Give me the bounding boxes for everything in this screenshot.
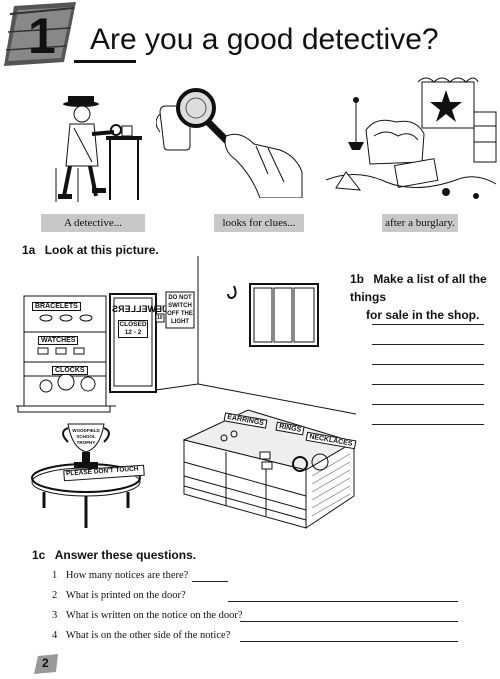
section-1b-instruction-line1: Make a list of all the things [350,272,487,304]
question-text: What is written on the notice on the doo… [65,610,243,621]
list-answer-line[interactable] [372,344,484,345]
sign-bracelets: BRACELETS [32,302,81,311]
question-number: 4 [52,630,58,641]
question-number: 1 [52,570,58,581]
caption-burglary: after a burglary. [382,214,458,232]
shop-picture: BRACELETS WATCHES CLOCKS JEWELLERS CLOSE… [16,256,357,530]
section-1a-number: 1a [22,243,36,257]
sign-watches: WATCHES [38,336,79,345]
section-1b-number: 1b [350,272,365,286]
answer-line[interactable] [192,581,228,582]
trophy-engraving: WOODFIELD SCHOOL TROPHY [72,428,100,446]
question-row: 2 What is printed on the door? [52,590,186,601]
question-row: 1 How many notices are there? [52,570,188,581]
title-number: 1 [28,8,56,64]
section-1c: 1c Answer these questions. [32,548,196,562]
section-1b: 1b Make a list of all the things for sal… [350,270,496,324]
page-number: 2 [42,656,49,670]
question-number: 2 [52,590,58,601]
detective-illustration [48,76,148,202]
burglary-illustration [325,72,498,202]
wall-notice-light-text: DO NOT SWITCH OFF THE LIGHT [167,295,193,325]
list-answer-line[interactable] [372,404,484,405]
sign-clocks: CLOCKS [52,366,88,375]
question-text: What is printed on the door? [65,590,186,601]
question-text: What is on the other side of the notice? [65,630,231,641]
question-row: 3 What is written on the notice on the d… [52,610,243,621]
door-sign-jewellers: JEWELLERS [112,304,168,314]
door-notice-closed-text: CLOSED 12 - 2 [119,321,147,336]
answer-line[interactable] [240,621,458,622]
section-1c-instruction: Answer these questions. [54,548,197,562]
caption-clues: looks for clues... [214,214,304,232]
section-1a-label: 1a Look at this picture. [22,243,159,257]
title-underline [74,60,136,63]
question-row: 4 What is on the other side of the notic… [52,630,230,641]
wall-notice-small: 10 [157,315,163,321]
caption-detective: A detective... [41,214,145,232]
magnifier-illustration [155,86,306,199]
section-1a-instruction: Look at this picture. [44,243,159,257]
title-badge-graphic [4,2,76,66]
door-notice-closed: CLOSED 12 - 2 [118,320,148,338]
list-answer-line[interactable] [372,364,484,365]
answer-line[interactable] [228,601,458,602]
question-text: How many notices are there? [65,570,189,581]
list-answer-line[interactable] [372,384,484,385]
list-answer-line[interactable] [372,324,484,325]
wall-notice-light: DO NOT SWITCH OFF THE LIGHT [167,294,193,326]
page-number-badge [34,654,60,674]
section-1b-instruction-line2: for sale in the shop. [366,308,480,322]
section-1c-number: 1c [32,548,46,562]
page-title: Are you a good detective? [90,23,439,56]
question-number: 3 [52,610,58,621]
list-answer-line[interactable] [372,424,484,425]
answer-line[interactable] [240,641,458,642]
title-badge [4,2,80,66]
trophy-engraving-text: WOODFIELD SCHOOL TROPHY [72,428,100,445]
